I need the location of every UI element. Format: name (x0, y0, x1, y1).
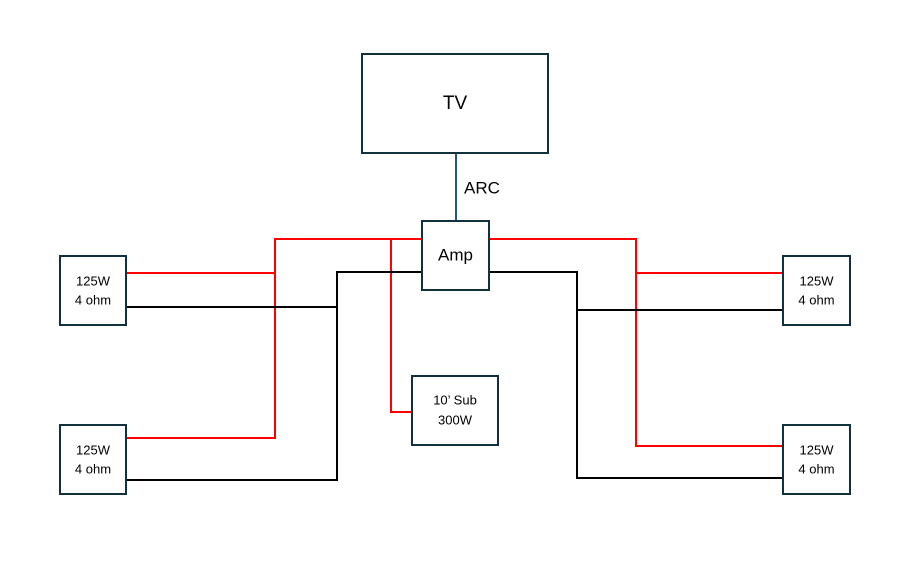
speaker-bottom-right-node: 125W 4 ohm (782, 424, 851, 495)
subwoofer-node: 10’ Sub 300W (411, 375, 499, 446)
speaker-top-left-power: 125W (76, 273, 111, 288)
wire-red-left-speakers (126, 238, 422, 439)
speaker-bottom-left-node: 125W 4 ohm (59, 424, 127, 495)
speaker-bottom-right-impedance: 4 ohm (798, 461, 834, 476)
speaker-top-right-node: 125W 4 ohm (782, 255, 851, 326)
speaker-top-left-impedance: 4 ohm (75, 292, 111, 307)
wire-black-right-speakers (489, 271, 783, 479)
wire-red-right-speakers (489, 238, 783, 447)
speaker-top-right-impedance: 4 ohm (798, 292, 834, 307)
tv-node: TV (361, 53, 549, 154)
speaker-bottom-left-power: 125W (76, 442, 111, 457)
subwoofer-label-line1: 10’ Sub (433, 392, 477, 407)
amp-label: Amp (438, 245, 473, 264)
speaker-bottom-left-impedance: 4 ohm (75, 461, 111, 476)
tv-label: TV (443, 93, 468, 114)
speaker-bottom-right-power: 125W (800, 442, 835, 457)
wire-black-left-speakers (126, 271, 422, 481)
speaker-top-right-power: 125W (800, 273, 835, 288)
subwoofer-label-line2: 300W (438, 412, 473, 427)
wire-red-sub (390, 238, 422, 413)
amp-node: Amp (421, 220, 490, 291)
speaker-top-left-node: 125W 4 ohm (59, 255, 127, 326)
arc-label: ARC (464, 178, 500, 197)
